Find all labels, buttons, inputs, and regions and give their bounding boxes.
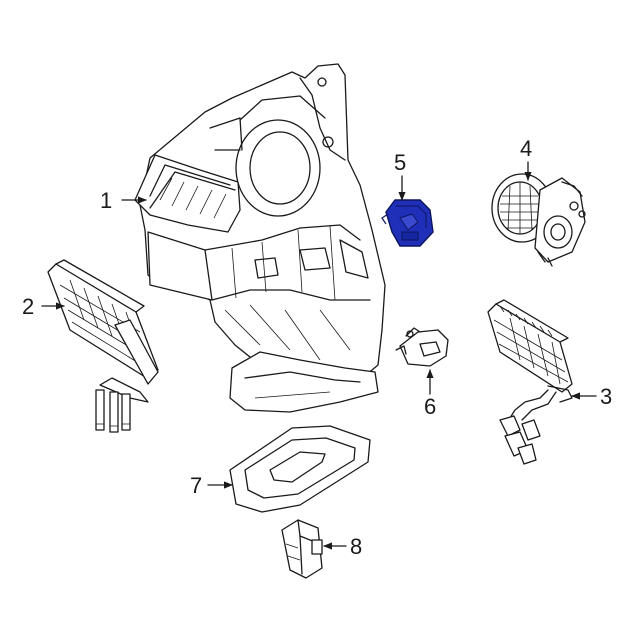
actuator-highlighted [381,199,434,247]
callout-labels: 1 2 3 4 5 6 7 8 [22,136,612,559]
callout-4: 4 [520,136,532,161]
callout-8: 8 [350,534,362,559]
callout-1: 1 [100,188,112,213]
evaporator-core [487,299,573,465]
blower-motor [491,173,586,267]
callout-5: 5 [394,150,406,175]
callout-3: 3 [600,384,612,409]
callout-arrows [41,161,597,550]
resistor [281,519,323,579]
callout-2: 2 [22,294,34,319]
callout-6: 6 [424,394,436,419]
seal-gasket [229,425,371,513]
callout-7: 7 [190,473,202,498]
heater-core [47,259,159,433]
actuator [395,327,449,367]
hvac-case-assembly [134,63,386,413]
